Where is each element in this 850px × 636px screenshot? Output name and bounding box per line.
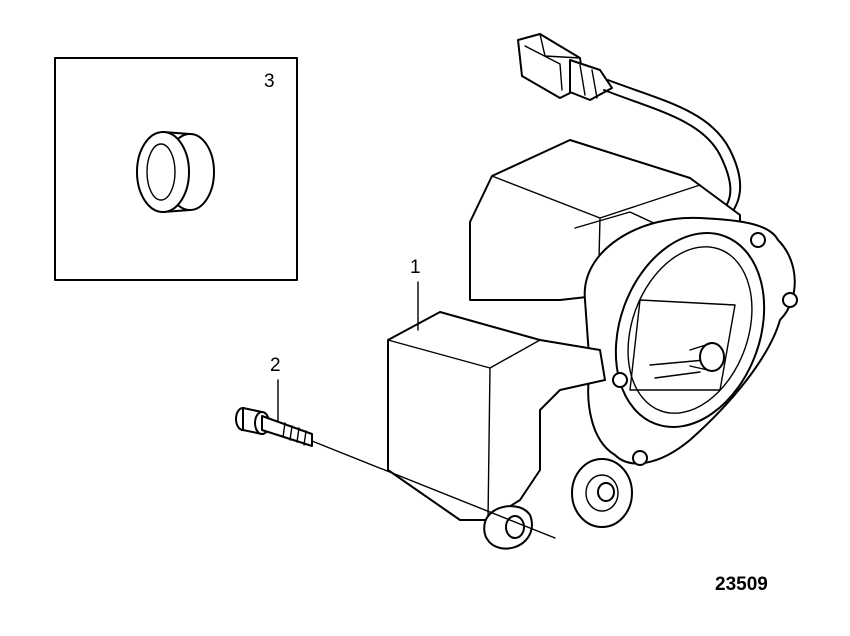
socket-head-screw: [235, 407, 313, 447]
screw-alignment-line: [311, 440, 556, 539]
cap-part: [136, 131, 215, 213]
electrical-connector: [517, 33, 742, 216]
callout-item-3: 3: [264, 71, 275, 92]
callout-item-2: 2: [270, 355, 281, 376]
inset-frame: [54, 57, 298, 281]
callout-item-1: 1: [410, 257, 421, 278]
drawing-number: 23509: [715, 574, 768, 595]
actuator-housing: [387, 139, 798, 550]
